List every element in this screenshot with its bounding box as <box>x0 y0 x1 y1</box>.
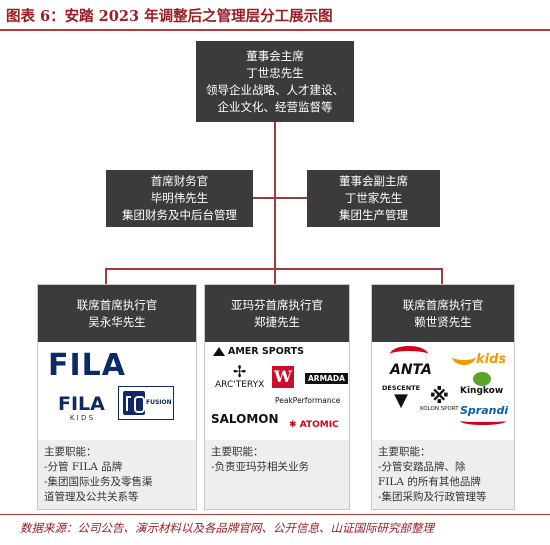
anta-wordmark: ANTA <box>390 362 432 378</box>
salomon-logo: SALOMON <box>211 412 279 426</box>
ceo-box-zheng: 亚玛芬首席执行官 郑捷先生 <box>205 285 349 342</box>
ceo-duties-zheng: 主要职能： -负责亚玛芬相关业务 <box>205 440 349 509</box>
sprandi-logo: Sprandi <box>460 404 508 425</box>
arcteryx-logo: ✢ ARC'TERYX <box>215 364 264 391</box>
fila-kids-subtitle: K I D S <box>69 414 94 422</box>
cfo-name: 毕明伟先生 <box>150 191 209 205</box>
fusion-mark-stem-icon <box>126 396 128 411</box>
ceo-duties-lai: 主要职能： -分管安踏品牌、除 FILA 的所有其他品牌 -集团采购及行政管理等 <box>372 440 514 509</box>
duty-title: 主要职能： <box>378 446 431 458</box>
cfo-role: 首席财务官 <box>150 174 209 188</box>
ceo-name: 郑捷先生 <box>254 314 300 329</box>
descente-wordmark: DESCENTE <box>382 384 421 392</box>
atomic-wordmark: ATOMIC <box>299 420 339 430</box>
connector-main-vertical <box>274 122 276 270</box>
kingkow-logo: Kingkow <box>460 372 503 396</box>
fusion-mark-icon <box>123 391 145 415</box>
atomic-star-icon: ✱ <box>289 420 297 430</box>
descente-arrow-icon: ▼ <box>394 390 408 411</box>
connector-center-drop <box>274 268 276 284</box>
duty-line: -集团采购及行政管理等 <box>378 491 487 503</box>
vice-chairman-role: 董事会副主席 <box>339 174 408 188</box>
brand-logos-fila: FILA FILA K I D S FUSION <box>38 342 196 440</box>
chairman-name: 丁世忠先生 <box>246 65 304 80</box>
title-divider <box>0 29 550 31</box>
kids-wordmark: kids <box>476 352 507 367</box>
peak-performance-logo: PeakPerformance <box>275 396 341 405</box>
kingkow-wordmark: Kingkow <box>460 386 504 396</box>
cfo-duty: 集团财务及中后台管理 <box>122 208 237 222</box>
ceo-panel-anta: 联席首席执行官 赖世贤先生 ANTA kids Kingkow DESCENTE… <box>371 284 515 510</box>
duty-line: -负责亚玛芬相关业务 <box>211 461 310 473</box>
amer-chevron-icon <box>213 347 225 356</box>
kolon-wordmark: KOLON SPORT <box>420 406 459 412</box>
arcteryx-bird-icon: ✢ <box>232 362 247 381</box>
brand-logos-amer: AMER SPORTS ✢ ARC'TERYX W ARMADA PeakPer… <box>205 342 349 440</box>
source-divider <box>0 514 550 515</box>
figure-title: 图表 6：安踏 2023 年调整后之管理层分工展示图 <box>6 8 333 25</box>
descente-logo: DESCENTE ▼ <box>382 384 420 410</box>
sprandi-wordmark: Sprandi <box>460 404 509 417</box>
ceo-name: 吴永华先生 <box>88 314 146 329</box>
duty-title: 主要职能： <box>44 446 97 458</box>
brand-logos-anta: ANTA kids Kingkow DESCENTE ▼ ※ KOLON SPO… <box>372 342 514 440</box>
kids-smile-icon <box>452 348 476 365</box>
ceo-box-lai: 联席首席执行官 赖世贤先生 <box>372 285 514 342</box>
fusion-mark-inner-icon <box>134 396 145 413</box>
kolon-sport-logo: ※ KOLON SPORT <box>420 386 459 412</box>
connector-right-drop <box>441 268 443 284</box>
amer-wordmark: AMER SPORTS <box>228 346 305 357</box>
connector-middle-horizontal <box>253 197 307 199</box>
vice-chairman-duty: 集团生产管理 <box>339 208 408 222</box>
ceo-panel-fila: 联席首席执行官 吴永华先生 FILA FILA K I D S FUSION 主… <box>37 284 197 510</box>
ceo-panel-amer: 亚玛芬首席执行官 郑捷先生 AMER SPORTS ✢ ARC'TERYX W … <box>204 284 350 510</box>
ceo-duties-wu: 主要职能： -分管 FILA 品牌 -集团国际业务及零售渠 道管理及公共关系等 <box>38 440 196 509</box>
ceo-role: 联席首席执行官 <box>76 297 158 312</box>
connector-left-drop <box>105 268 107 284</box>
arcteryx-wordmark: ARC'TERYX <box>215 380 265 390</box>
fusion-logo: FUSION <box>118 386 174 420</box>
duty-title: 主要职能： <box>211 446 264 458</box>
ceo-role: 联席首席执行官 <box>402 297 484 312</box>
chairman-box: 董事会主席 丁世忠先生 领导企业战略、人才建设、 企业文化、经营监督等 <box>196 41 354 122</box>
fusion-mark-bar-icon <box>126 396 131 398</box>
chairman-role: 董事会主席 <box>246 48 304 63</box>
cfo-box: 首席财务官 毕明伟先生 集团财务及中后台管理 <box>106 170 253 227</box>
fila-kids-logo: FILA K I D S <box>58 394 105 423</box>
ceo-box-wu: 联席首席执行官 吴永华先生 <box>38 285 196 342</box>
chairman-duty-2: 企业文化、经营监督等 <box>217 99 333 114</box>
anta-swoosh-icon <box>390 346 428 363</box>
kingkow-circle-icon <box>472 372 491 386</box>
vice-chairman-name: 丁世家先生 <box>344 191 403 205</box>
armada-wordmark: ARMADA <box>308 374 345 383</box>
kolon-mark-icon: ※ <box>429 384 450 408</box>
duty-line: FILA 的所有其他品牌 <box>378 476 481 488</box>
data-source-note: 数据来源：公司公告、演示材料以及各品牌官网、公开信息、山证国际研究部整理 <box>20 521 434 535</box>
sprandi-swoosh-icon <box>460 417 506 425</box>
fila-logo: FILA <box>48 348 126 383</box>
amer-sports-logo: AMER SPORTS <box>213 346 304 357</box>
wilson-logo: W <box>272 366 294 388</box>
atomic-logo: ✱ ATOMIC <box>289 420 339 430</box>
duty-line: 道管理及公共关系等 <box>44 491 139 503</box>
anta-logo: ANTA <box>390 346 432 377</box>
duty-line: -分管安踏品牌、除 <box>378 461 466 473</box>
duty-line: -集团国际业务及零售渠 <box>44 476 153 488</box>
vice-chairman-box: 董事会副主席 丁世家先生 集团生产管理 <box>307 170 440 227</box>
armada-logo: ARMADA <box>305 373 348 384</box>
fila-kids-wordmark: FILA <box>58 393 105 415</box>
ceo-role: 亚玛芬首席执行官 <box>231 297 323 312</box>
ceo-name: 赖世贤先生 <box>414 314 472 329</box>
duty-line: -分管 FILA 品牌 <box>44 461 123 473</box>
anta-kids-logo: kids <box>452 348 506 367</box>
fusion-wordmark: FUSION <box>146 399 172 406</box>
chairman-duty-1: 领导企业战略、人才建设、 <box>206 82 344 97</box>
